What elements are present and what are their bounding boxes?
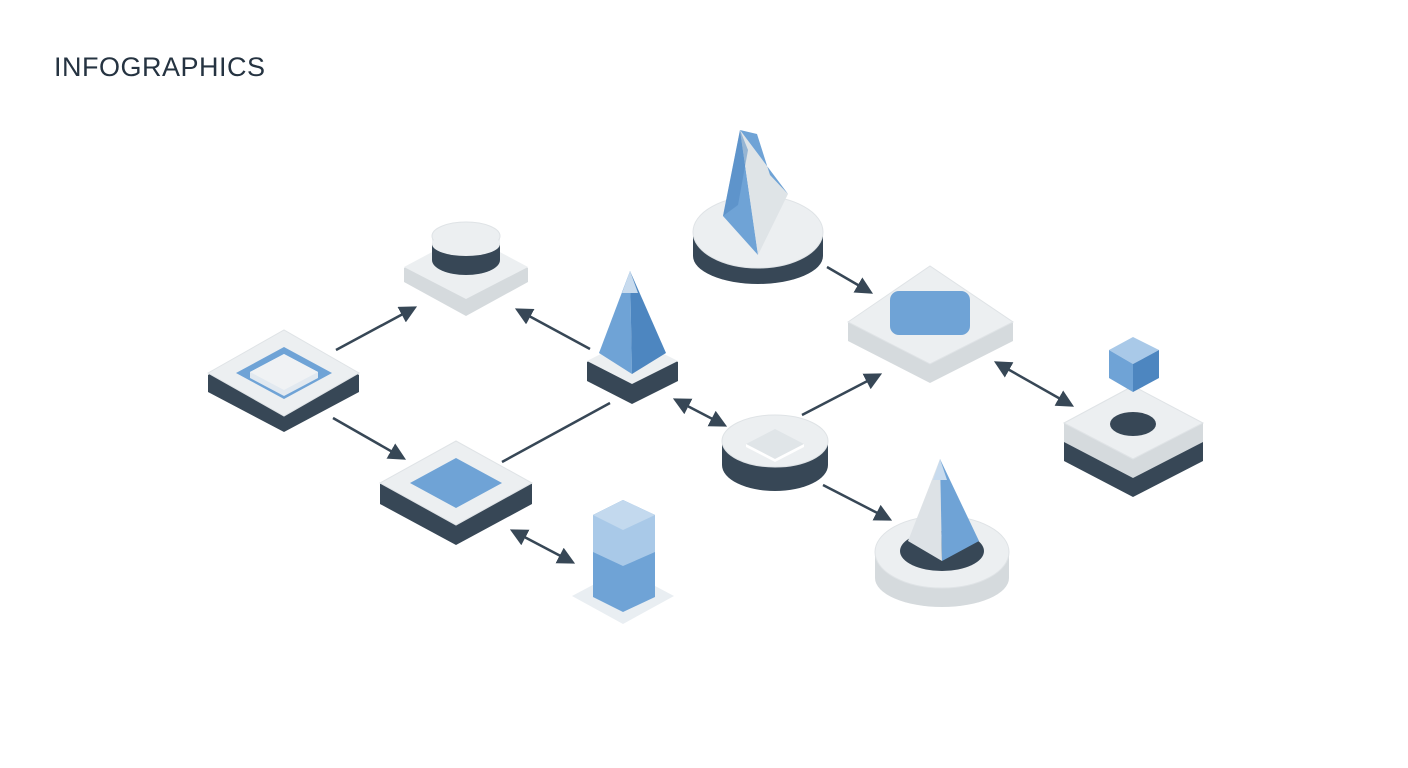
- blue-column: [572, 500, 674, 624]
- cube-tile: [1062, 337, 1205, 497]
- arrow-disc-to-cone: [822, 483, 893, 521]
- square-frame-tile: [206, 329, 361, 432]
- arrow-frame-to-left-tile: [332, 416, 407, 460]
- wedge-disc: [692, 130, 824, 284]
- page-title: INFOGRAPHICS: [54, 52, 266, 82]
- arrow-frame-to-puck: [335, 306, 418, 352]
- arrow-pyramid-to-puck: [514, 308, 591, 351]
- pyramid-block: [587, 271, 678, 404]
- center-disc: [721, 414, 829, 491]
- connectors: [332, 265, 1075, 564]
- cone-disc: [874, 459, 1010, 607]
- arrow-wedge-to-right-tile: [826, 265, 874, 294]
- line-left-tile-to-pyramid: [501, 401, 611, 464]
- double-arrow-left-tile-to-column: [509, 529, 576, 564]
- blue-inset-tile-left: [378, 440, 534, 545]
- puck-tile: [404, 221, 528, 316]
- double-arrow-right-tile-to-cube: [993, 361, 1075, 407]
- blue-inset-tile-right: [847, 265, 1014, 383]
- arrow-disc-to-right-tile: [801, 373, 883, 417]
- double-arrow-pyramid-to-disc: [672, 398, 728, 427]
